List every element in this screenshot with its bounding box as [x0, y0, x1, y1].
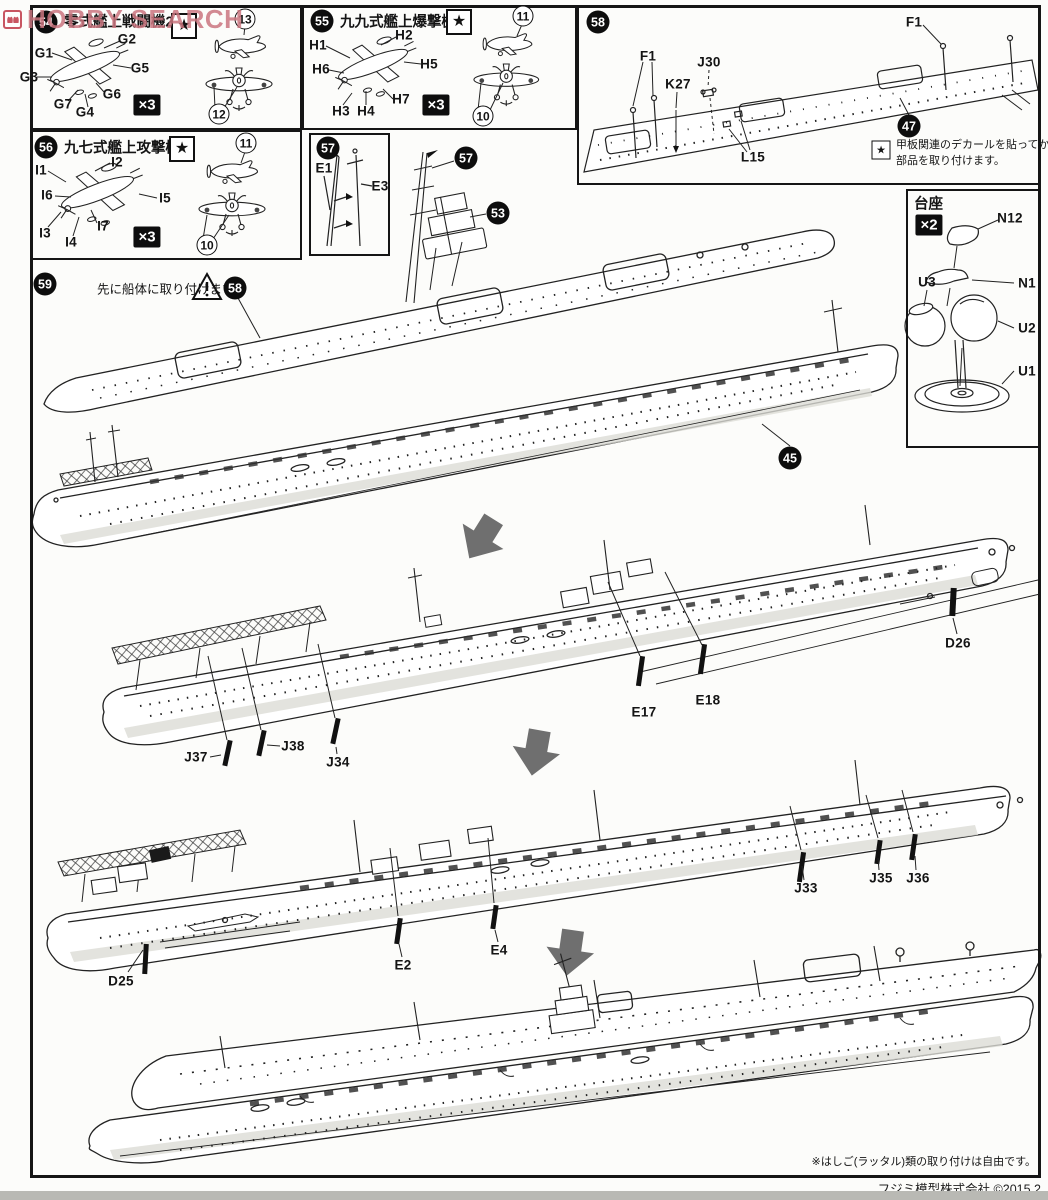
panel-59-note: 先に船体に取り付けます。 [97, 282, 246, 297]
label-f1-left: F1 [639, 48, 657, 64]
step-58: 58 [586, 10, 610, 34]
hobbysearch-logo-icon [3, 10, 22, 29]
label-g2: G2 [117, 31, 137, 47]
label-e4: E4 [490, 942, 508, 958]
callout-47: 47 [897, 114, 921, 138]
label-f1-right: F1 [905, 14, 923, 30]
label-h1: H1 [309, 37, 327, 53]
label-j33: J33 [794, 880, 818, 896]
label-h2: H2 [395, 27, 413, 43]
label-g4: G4 [75, 104, 95, 120]
step-arrows [462, 513, 595, 976]
label-n12: N12 [997, 210, 1023, 226]
label-u3: U3 [918, 274, 936, 290]
label-i2: I2 [111, 154, 123, 170]
panel-54-art [37, 24, 273, 112]
callout-45: 45 [778, 446, 802, 470]
label-n1: N1 [1018, 275, 1036, 291]
label-h7: H7 [392, 91, 410, 107]
panel-56-title: 九七式艦上攻撃機 [64, 140, 180, 157]
ship2-art [102, 504, 1041, 767]
ship3-art [46, 759, 1024, 975]
scan-edge [0, 1191, 1048, 1200]
decal-11: 11 [235, 132, 257, 154]
star-icon: ★ [169, 136, 195, 162]
decal-11: 11 [512, 5, 534, 27]
panel-55-title: 九九式艦上爆撃機 [340, 14, 456, 31]
panel-58-note-2: 部品を取り付けます。 [896, 155, 1005, 167]
label-h5: H5 [420, 56, 438, 72]
panel-58-art [583, 24, 1039, 173]
label-e2: E2 [394, 957, 412, 973]
label-g5: G5 [130, 60, 150, 76]
step-59: 59 [33, 272, 57, 296]
step-55: 55 [310, 9, 334, 33]
label-j37: J37 [184, 749, 208, 765]
star-icon: ★ [446, 9, 472, 35]
label-k27: K27 [665, 76, 691, 92]
label-l15: L15 [740, 149, 766, 165]
stand-title: 台座 [914, 196, 943, 213]
step-57: 57 [316, 136, 340, 160]
label-d25: D25 [108, 973, 134, 989]
panel-58-note-1: 甲板関連のデカールを貼ってから [896, 139, 1048, 151]
callout-53: 53 [486, 201, 510, 225]
stand-art [904, 219, 1015, 413]
step-56: 56 [34, 135, 58, 159]
ship1-art [31, 150, 899, 548]
label-e17: E17 [631, 704, 657, 720]
label-u2: U2 [1018, 320, 1036, 336]
label-g7: G7 [53, 96, 73, 112]
label-e1: E1 [315, 160, 333, 176]
star-icon: ★ [871, 140, 891, 160]
label-i1: I1 [35, 162, 47, 178]
qty-56: ×3 [133, 226, 161, 248]
qty-stand: ×2 [915, 214, 943, 236]
label-e3: E3 [371, 178, 389, 194]
label-i3: I3 [39, 225, 51, 241]
label-j30: J30 [697, 54, 721, 70]
label-j34: J34 [326, 754, 350, 770]
label-i5: I5 [159, 190, 171, 206]
decal-10: 10 [196, 234, 218, 256]
label-i6: I6 [41, 187, 53, 203]
watermark: HOBBY SEARCH [3, 4, 243, 35]
ship4-art [88, 941, 1042, 1164]
panel-57-art [323, 148, 373, 247]
label-j38: J38 [281, 738, 305, 754]
label-d26: D26 [945, 635, 971, 651]
label-g1: G1 [34, 45, 54, 61]
label-h4: H4 [357, 103, 375, 119]
panel-54-title: 零式艦上戦闘機21型 [64, 14, 197, 31]
label-e18: E18 [695, 692, 721, 708]
label-g6: G6 [102, 86, 122, 102]
qty-55: ×3 [422, 94, 450, 116]
callout-58: 58 [223, 276, 247, 300]
step-54: 54 [34, 10, 58, 34]
label-h6: H6 [312, 61, 330, 77]
label-i4: I4 [65, 234, 77, 250]
warning-icon [191, 271, 223, 300]
label-h3: H3 [332, 103, 350, 119]
label-j36: J36 [906, 870, 930, 886]
decal-12: 12 [208, 103, 230, 125]
label-i7: I7 [97, 218, 109, 234]
decal-13: 13 [234, 8, 256, 30]
label-u1: U1 [1018, 363, 1036, 379]
watermark-text: HOBBY SEARCH [27, 4, 244, 34]
decal-10: 10 [472, 105, 494, 127]
label-j35: J35 [869, 870, 893, 886]
footer-note: ※はしご(ラッタル)類の取り付けは自由です。 [811, 1156, 1036, 1168]
label-g3: G3 [19, 69, 39, 85]
qty-54: ×3 [133, 94, 161, 116]
star-icon: ★ [171, 13, 197, 39]
callout-57: 57 [454, 146, 478, 170]
